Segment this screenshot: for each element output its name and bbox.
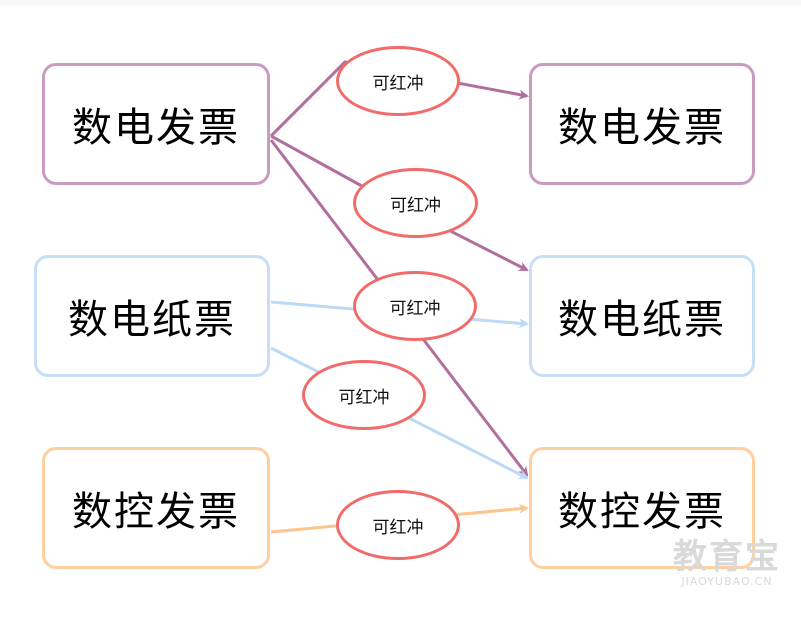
- watermark-main-text: 教育宝: [673, 537, 781, 577]
- right-box-tax-control-invoice[interactable]: 数控发票: [529, 447, 755, 569]
- left-box-tax-control-invoice[interactable]: 数控发票: [42, 447, 270, 569]
- left-box-digital-paper-invoice[interactable]: 数电纸票: [34, 255, 270, 377]
- left-box-digital-invoice[interactable]: 数电发票: [42, 63, 270, 185]
- right-box-digital-paper-invoice[interactable]: 数电纸票: [529, 255, 755, 377]
- edge-label-taxcontrol-to-taxcontrol: 可红冲: [336, 490, 460, 560]
- top-strip: [0, 0, 801, 6]
- edge-label-digital-to-digital: 可红冲: [336, 46, 460, 116]
- watermark-logo: 教育宝 JIAOYUBAO.CN: [662, 540, 792, 587]
- right-box-digital-invoice[interactable]: 数电发票: [529, 63, 755, 185]
- edge-label-digital-to-paper: 可红冲: [353, 168, 478, 238]
- watermark-sub-text: JIAOYUBAO.CN: [681, 575, 773, 588]
- edge-label-paper-to-taxcontrol: 可红冲: [302, 360, 426, 430]
- edge-label-digital-to-taxcontrol: 可红冲: [353, 271, 477, 341]
